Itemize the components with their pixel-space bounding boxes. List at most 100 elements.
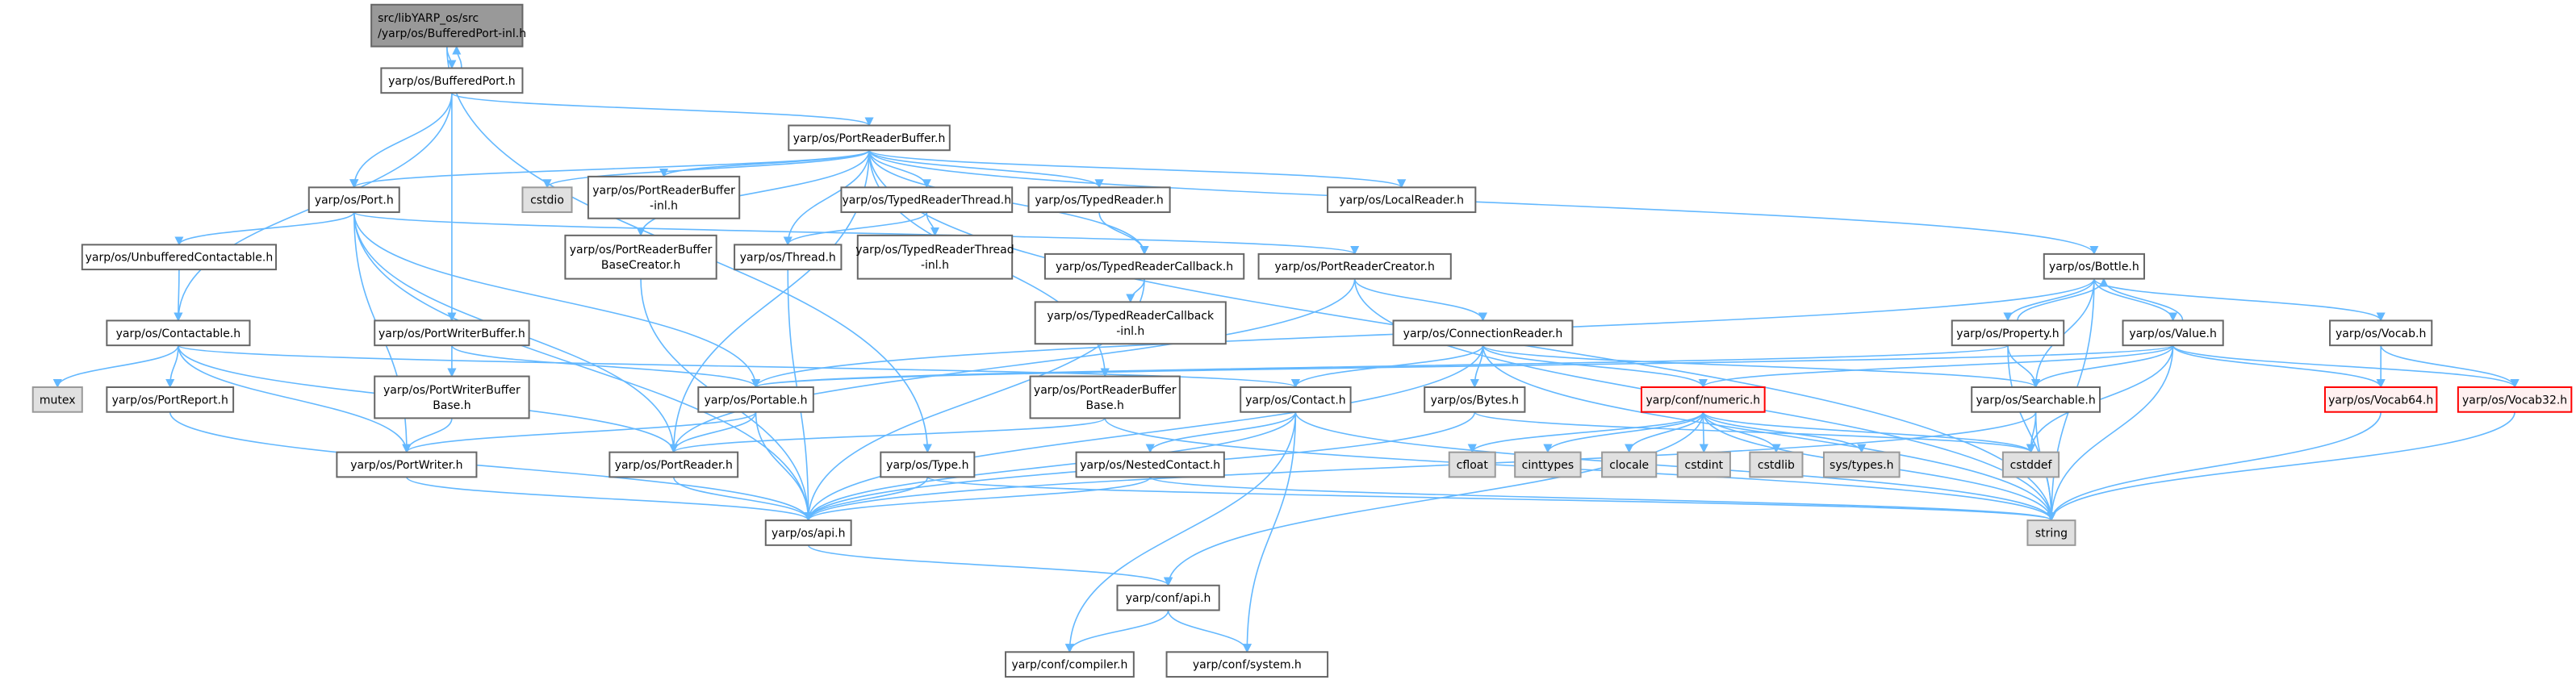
node-box[interactable] xyxy=(1327,186,1477,214)
graph-node-local[interactable]: yarp/os/LocalReader.h xyxy=(1327,186,1477,214)
graph-node-api[interactable]: yarp/os/api.h xyxy=(764,519,852,546)
graph-node-unbuf[interactable]: yarp/os/UnbufferedContactable.h xyxy=(81,244,278,271)
node-box[interactable] xyxy=(1240,386,1352,413)
graph-node-pwb[interactable]: yarp/os/PortWriterBuffer.h xyxy=(374,319,530,347)
graph-node-vocab32[interactable]: yarp/os/Vocab32.h xyxy=(2457,386,2573,413)
node-box[interactable] xyxy=(307,186,400,214)
graph-node-confapi[interactable]: yarp/conf/api.h xyxy=(1116,584,1220,611)
node-box[interactable] xyxy=(697,386,814,413)
node-box[interactable] xyxy=(2001,451,2060,478)
node-box[interactable] xyxy=(1749,451,1804,478)
node-box[interactable] xyxy=(2323,386,2438,413)
node-box[interactable] xyxy=(2457,386,2573,413)
graph-node-trc[interactable]: yarp/os/TypedReaderCallback.h xyxy=(1043,252,1245,280)
graph-node-prb[interactable]: yarp/os/PortReaderBuffer.h xyxy=(788,124,951,152)
graph-node-portwriter[interactable]: yarp/os/PortWriter.h xyxy=(336,451,478,478)
node-box[interactable] xyxy=(106,319,251,347)
node-box[interactable] xyxy=(31,386,83,413)
node-box[interactable] xyxy=(380,67,524,94)
node-box[interactable] xyxy=(856,234,1014,280)
node-box[interactable] xyxy=(1116,584,1220,611)
graph-node-trtinl[interactable]: yarp/os/TypedReaderThread-inl.h xyxy=(855,234,1014,280)
graph-node-type[interactable]: yarp/os/Type.h xyxy=(880,451,976,478)
node-box[interactable] xyxy=(2026,519,2076,546)
node-box[interactable] xyxy=(1951,319,2065,347)
node-box[interactable] xyxy=(764,519,852,546)
node-box[interactable] xyxy=(1165,651,1329,678)
graph-node-systypes[interactable]: sys/types.h xyxy=(1822,451,1901,478)
graph-node-cstdio[interactable]: cstdio xyxy=(521,186,573,214)
node-box[interactable] xyxy=(336,451,478,478)
graph-node-vocab[interactable]: yarp/os/Vocab.h xyxy=(2329,319,2433,347)
graph-node-prc[interactable]: yarp/os/PortReaderCreator.h xyxy=(1257,252,1452,280)
node-box[interactable] xyxy=(1005,651,1135,678)
graph-node-tr[interactable]: yarp/os/TypedReader.h xyxy=(1027,186,1171,214)
graph-node-value[interactable]: yarp/os/Value.h xyxy=(2122,319,2224,347)
node-box[interactable] xyxy=(1640,386,1766,413)
node-box[interactable] xyxy=(1075,451,1225,478)
node-box[interactable] xyxy=(564,234,717,280)
node-box[interactable] xyxy=(1027,186,1171,214)
node-box[interactable] xyxy=(374,375,530,419)
graph-node-nested[interactable]: yarp/os/NestedContact.h xyxy=(1075,451,1225,478)
node-box[interactable] xyxy=(1029,375,1181,419)
node-box[interactable] xyxy=(1034,301,1227,345)
node-box[interactable] xyxy=(1043,252,1245,280)
graph-node-searchable[interactable]: yarp/os/Searchable.h xyxy=(1971,386,2101,413)
graph-node-thread[interactable]: yarp/os/Thread.h xyxy=(734,244,843,271)
graph-node-portable[interactable]: yarp/os/Portable.h xyxy=(697,386,814,413)
graph-node-numeric[interactable]: yarp/conf/numeric.h xyxy=(1640,386,1766,413)
graph-node-root[interactable]: src/libYARP_os/src/yarp/os/BufferedPort-… xyxy=(370,3,526,48)
graph-node-property[interactable]: yarp/os/Property.h xyxy=(1951,319,2065,347)
graph-node-bufport[interactable]: yarp/os/BufferedPort.h xyxy=(380,67,524,94)
graph-node-contactable[interactable]: yarp/os/Contactable.h xyxy=(106,319,251,347)
graph-node-prbinl[interactable]: yarp/os/PortReaderBuffer-inl.h xyxy=(587,175,741,219)
node-box[interactable] xyxy=(734,244,843,271)
graph-node-string[interactable]: string xyxy=(2026,519,2076,546)
node-box[interactable] xyxy=(1676,451,1731,478)
node-box[interactable] xyxy=(1822,451,1901,478)
graph-node-contact[interactable]: yarp/os/Contact.h xyxy=(1240,386,1352,413)
graph-node-trcinl[interactable]: yarp/os/TypedReaderCallback-inl.h xyxy=(1034,301,1227,345)
node-box[interactable] xyxy=(81,244,278,271)
node-box[interactable] xyxy=(2329,319,2433,347)
node-box[interactable] xyxy=(1424,386,1526,413)
node-box[interactable] xyxy=(374,319,530,347)
node-box[interactable] xyxy=(1257,252,1452,280)
node-box[interactable] xyxy=(880,451,976,478)
node-box[interactable] xyxy=(608,451,739,478)
graph-node-trt[interactable]: yarp/os/TypedReaderThread.h xyxy=(840,186,1014,214)
node-box[interactable] xyxy=(2043,252,2145,280)
node-box[interactable] xyxy=(1514,451,1582,478)
node-box[interactable] xyxy=(840,186,1014,214)
graph-node-cinttypes[interactable]: cinttypes xyxy=(1514,451,1582,478)
node-box[interactable] xyxy=(1448,451,1496,478)
node-box[interactable] xyxy=(521,186,573,214)
node-box[interactable] xyxy=(788,124,951,152)
graph-node-portreader[interactable]: yarp/os/PortReader.h xyxy=(608,451,739,478)
graph-node-cfloat[interactable]: cfloat xyxy=(1448,451,1496,478)
graph-node-connreader[interactable]: yarp/os/ConnectionReader.h xyxy=(1392,319,1574,347)
graph-node-port[interactable]: yarp/os/Port.h xyxy=(307,186,400,214)
node-box[interactable] xyxy=(1601,451,1658,478)
graph-node-cstddef[interactable]: cstddef xyxy=(2001,451,2060,478)
node-box[interactable] xyxy=(106,386,235,413)
node-box[interactable] xyxy=(2122,319,2224,347)
graph-node-bottle[interactable]: yarp/os/Bottle.h xyxy=(2043,252,2145,280)
graph-node-portreport[interactable]: yarp/os/PortReport.h xyxy=(106,386,235,413)
graph-node-system[interactable]: yarp/conf/system.h xyxy=(1165,651,1329,678)
node-box[interactable] xyxy=(1392,319,1574,347)
graph-node-clocale[interactable]: clocale xyxy=(1601,451,1658,478)
graph-node-mutex[interactable]: mutex xyxy=(31,386,83,413)
node-box[interactable] xyxy=(370,3,524,48)
graph-node-compiler[interactable]: yarp/conf/compiler.h xyxy=(1005,651,1135,678)
graph-node-cstdlib[interactable]: cstdlib xyxy=(1749,451,1804,478)
node-box[interactable] xyxy=(1971,386,2101,413)
graph-node-vocab64[interactable]: yarp/os/Vocab64.h xyxy=(2323,386,2438,413)
graph-node-bytes[interactable]: yarp/os/Bytes.h xyxy=(1424,386,1526,413)
graph-node-cstdint[interactable]: cstdint xyxy=(1676,451,1731,478)
node-box[interactable] xyxy=(587,175,741,219)
